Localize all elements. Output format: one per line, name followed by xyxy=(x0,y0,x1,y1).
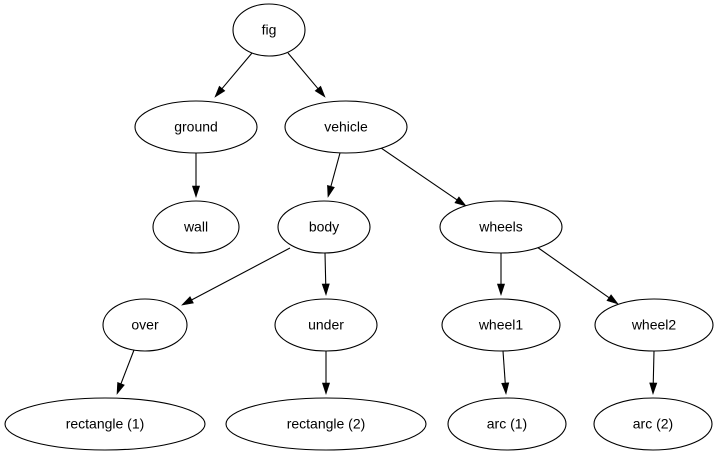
node-fig[interactable]: fig xyxy=(232,3,306,57)
node-label-body: body xyxy=(309,219,339,235)
edge-arrowhead xyxy=(327,185,335,198)
edge-under-to-rect2 xyxy=(321,351,331,395)
node-label-wheels: wheels xyxy=(478,219,523,235)
node-label-wheel1: wheel1 xyxy=(478,317,524,333)
edge-arrowhead xyxy=(116,382,125,395)
node-arc2[interactable]: arc (2) xyxy=(593,397,713,451)
edge-body-to-under xyxy=(321,252,330,296)
node-wheel2[interactable]: wheel2 xyxy=(594,298,714,352)
edge-arrowhead xyxy=(321,382,331,395)
node-ellipse-under[interactable] xyxy=(274,298,378,352)
edge-line xyxy=(536,246,610,299)
edge-arrowhead xyxy=(321,283,330,296)
node-ellipse-wheel2[interactable] xyxy=(594,298,714,352)
node-ellipse-ground[interactable] xyxy=(134,100,258,154)
nodes-layer: fig ground vehicle wall body wheels over under w… xyxy=(4,3,714,451)
node-over[interactable]: over xyxy=(102,298,188,352)
node-label-arc2: arc (2) xyxy=(633,416,673,432)
node-ellipse-wall[interactable] xyxy=(152,200,240,254)
edges-layer xyxy=(116,52,658,395)
edge-body-to-over xyxy=(181,247,291,306)
edge-arrowhead xyxy=(501,382,510,395)
node-rect2[interactable]: rectangle (2) xyxy=(225,397,427,451)
node-ellipse-rect1[interactable] xyxy=(4,397,206,451)
node-label-ground: ground xyxy=(174,119,218,135)
node-label-arc1: arc (1) xyxy=(487,416,527,432)
node-ellipse-arc1[interactable] xyxy=(447,397,567,451)
node-body[interactable]: body xyxy=(277,200,371,254)
edge-over-to-rect1 xyxy=(116,349,135,395)
node-under[interactable]: under xyxy=(274,298,378,352)
edge-line xyxy=(502,350,506,384)
edge-arrowhead xyxy=(454,196,467,207)
node-ellipse-arc2[interactable] xyxy=(593,397,713,451)
edge-arrowhead xyxy=(649,382,658,395)
edge-line xyxy=(221,52,253,89)
node-ellipse-fig[interactable] xyxy=(232,3,306,57)
node-label-wall: wall xyxy=(183,219,208,235)
node-label-rect1: rectangle (1) xyxy=(66,416,145,432)
edge-fig-to-ground xyxy=(214,52,253,98)
node-ellipse-wheels[interactable] xyxy=(439,200,563,254)
node-label-rect2: rectangle (2) xyxy=(287,416,366,432)
edge-line xyxy=(380,147,458,201)
edge-line xyxy=(652,350,655,384)
edge-arrowhead xyxy=(191,185,201,198)
edge-fig-to-vehicle xyxy=(287,52,326,98)
edge-line xyxy=(120,349,135,384)
node-wheel1[interactable]: wheel1 xyxy=(441,298,561,352)
node-label-under: under xyxy=(308,317,344,333)
node-ground[interactable]: ground xyxy=(134,100,258,154)
edge-arrowhead xyxy=(314,85,326,98)
node-label-vehicle: vehicle xyxy=(324,119,368,135)
node-ellipse-over[interactable] xyxy=(102,298,188,352)
node-label-wheel2: wheel2 xyxy=(631,317,677,333)
edge-arrowhead xyxy=(214,85,226,98)
node-label-over: over xyxy=(131,317,159,333)
edge-arrowhead xyxy=(181,296,194,306)
node-ellipse-body[interactable] xyxy=(277,200,371,254)
edge-vehicle-to-wheels xyxy=(380,147,467,207)
node-vehicle[interactable]: vehicle xyxy=(284,100,408,154)
edge-wheels-to-wheel1 xyxy=(496,253,506,296)
node-rect1[interactable]: rectangle (1) xyxy=(4,397,206,451)
node-ellipse-rect2[interactable] xyxy=(225,397,427,451)
edge-wheel1-to-arc1 xyxy=(501,350,510,395)
node-ellipse-wheel1[interactable] xyxy=(441,298,561,352)
node-label-fig: fig xyxy=(262,22,277,38)
edge-vehicle-to-body xyxy=(327,152,341,198)
edge-line xyxy=(330,152,341,187)
node-wheels[interactable]: wheels xyxy=(439,200,563,254)
edge-arrowhead xyxy=(496,283,506,296)
edge-line xyxy=(287,52,319,89)
edge-arrowhead xyxy=(606,294,619,305)
edge-wheels-to-wheel2 xyxy=(536,246,619,305)
node-arc1[interactable]: arc (1) xyxy=(447,397,567,451)
node-ellipse-vehicle[interactable] xyxy=(284,100,408,154)
edge-line xyxy=(324,252,327,285)
edge-wheel2-to-arc2 xyxy=(649,350,658,395)
edge-ground-to-wall xyxy=(191,153,201,198)
node-wall[interactable]: wall xyxy=(152,200,240,254)
edge-line xyxy=(191,247,291,301)
